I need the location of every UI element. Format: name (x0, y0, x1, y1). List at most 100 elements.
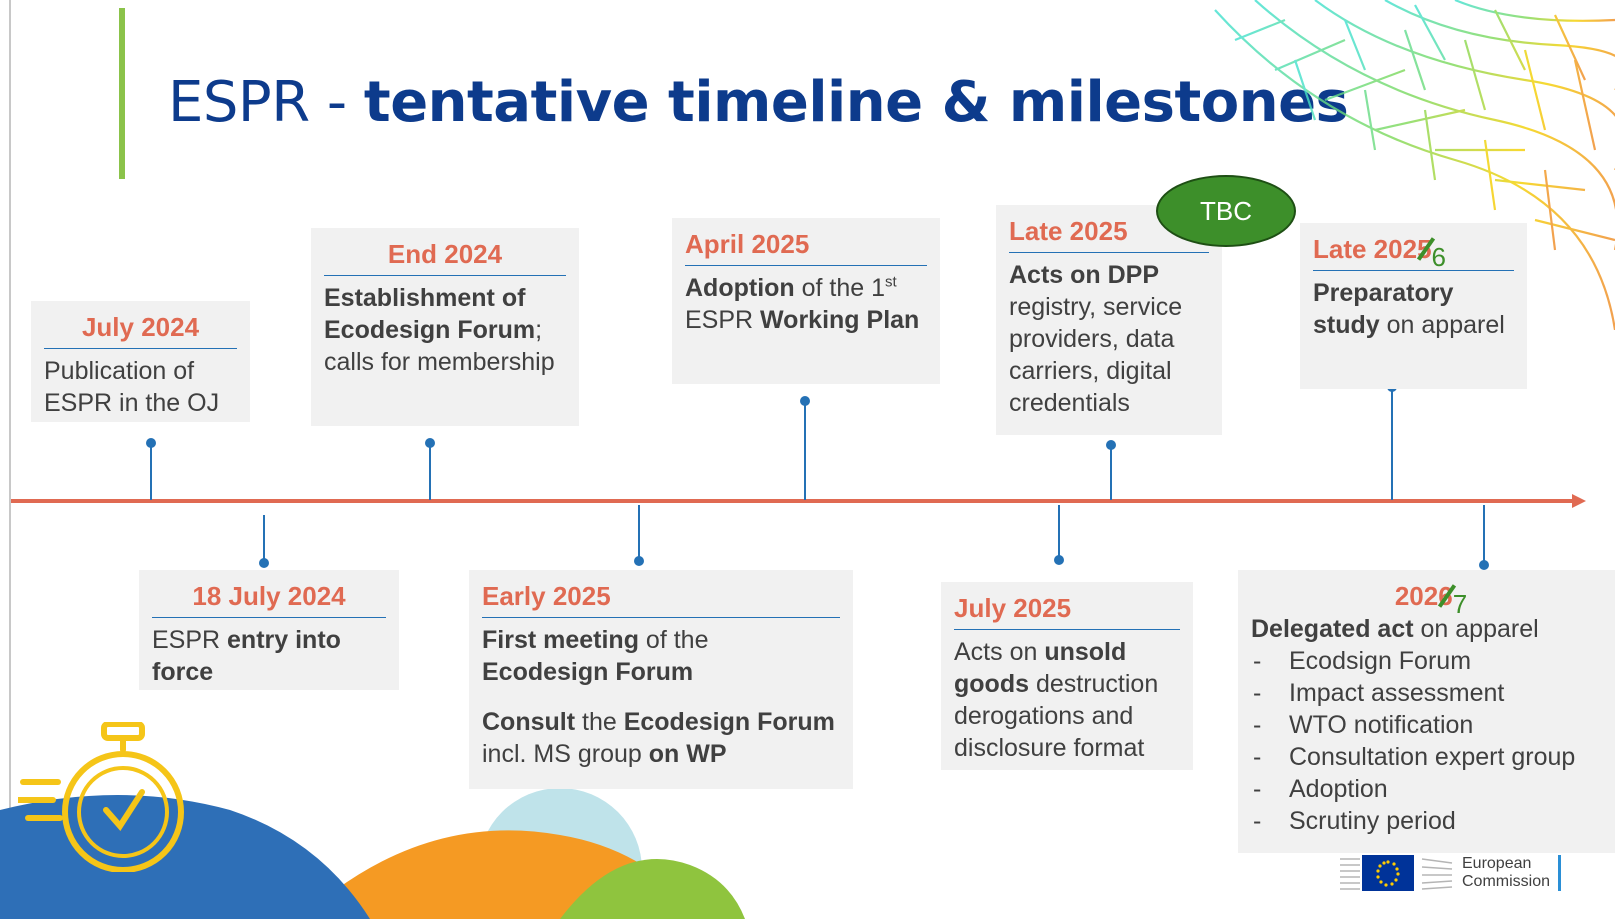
logo-divider (1558, 855, 1562, 891)
slide-left-border (9, 0, 11, 919)
milestone-date: Early 2025 (482, 579, 840, 618)
milestone-text-bold: Preparatory study (1313, 279, 1454, 339)
milestone-text: Adoption of the 1st ESPR Working Plan (685, 272, 927, 336)
milestone-text-part: on apparel (1379, 311, 1505, 339)
milestone-text-bold: Establishment of Ecodesign Forum (324, 284, 536, 344)
milestone-text-part: destruction derogations and disclosure f… (954, 670, 1159, 762)
stem-18-july-2024 (263, 515, 265, 560)
milestone-text-part: Publication of ESPR in the OJ (44, 357, 220, 417)
stem-late-2025 (1110, 445, 1112, 500)
list-item: Adoption (1251, 773, 1611, 805)
milestone-text: Preparatory study on apparel (1313, 277, 1514, 341)
milestone-date: April 2025 (685, 227, 927, 266)
milestone-text-bold: entry into force (152, 626, 341, 686)
stem-end-2024 (429, 443, 431, 500)
milestone-card-18-july-2024: 18 July 2024 ESPR entry into force (139, 570, 399, 690)
list-item: Scrutiny period (1251, 805, 1611, 837)
dot-april-2025 (800, 396, 810, 406)
list-item: Consultation expert group (1251, 741, 1611, 773)
slide-title-bold: tentative timeline & milestones (363, 70, 1349, 135)
milestone-date-struck: 5 (1417, 234, 1432, 264)
milestone-text-part: the (575, 708, 624, 736)
dot-late-2025 (1106, 440, 1116, 450)
european-commission-wordmark: European Commission (1462, 855, 1550, 891)
milestone-card-april-2025: April 2025 Adoption of the 1st ESPR Work… (672, 218, 940, 384)
milestone-text: Delegated act on apparel (1251, 613, 1611, 645)
milestone-text-bold: Adoption (685, 274, 795, 302)
list-item: Impact assessment (1251, 677, 1611, 709)
milestone-text-part: of the 1 (794, 274, 886, 302)
slide-title-light: ESPR - (168, 70, 364, 135)
milestone-text-2: Consult the Ecodesign Forum incl. MS gro… (482, 706, 840, 770)
milestone-date: Late 2025 (1009, 214, 1209, 253)
milestone-text-bold: Delegated act (1251, 615, 1414, 643)
milestone-date-correction: 7 (1452, 589, 1468, 619)
milestone-text-part: Acts on (954, 638, 1045, 666)
milestone-text-part: ESPR (685, 306, 761, 334)
bottom-hills-decoration (0, 788, 745, 919)
milestone-date-correction: 6 (1431, 242, 1447, 272)
dot-july-2025 (1054, 555, 1064, 565)
dot-early-2025 (634, 556, 644, 566)
milestone-text-bold: Consult (482, 708, 576, 736)
milestone-card-late-2025: Late 2025 Acts on DPP registry, service … (996, 205, 1222, 435)
milestone-date-prefix: Late 202 (1313, 234, 1418, 264)
milestone-date: Late 20256 (1313, 232, 1514, 272)
dot-2027 (1479, 560, 1489, 570)
milestone-text-bold: unsold goods (954, 638, 1127, 698)
milestone-date: End 2024 (324, 237, 566, 276)
stem-april-2025 (804, 401, 806, 500)
spacer (482, 688, 840, 706)
milestone-text-bold: First meeting (482, 626, 639, 654)
logo-line-1: European (1462, 855, 1532, 872)
list-item: Ecodsign Forum (1251, 645, 1611, 677)
milestone-text: Establishment of Ecodesign Forum; calls … (324, 282, 566, 378)
milestone-card-july-2025: July 2025 Acts on unsold goods destructi… (941, 582, 1193, 770)
milestone-text-part: registry, service providers, data carrie… (1009, 293, 1183, 417)
milestone-card-july-2024: July 2024 Publication of ESPR in the OJ (31, 301, 250, 422)
leaf-pattern-decoration (1214, 0, 1615, 330)
milestone-date: July 2024 (44, 310, 237, 349)
timeline-axis (11, 499, 1581, 503)
stem-july-2024 (150, 443, 152, 500)
milestone-text-bold: Working Plan (760, 306, 920, 334)
tbc-badge: TBC (1156, 175, 1296, 247)
dot-july-2024 (146, 438, 156, 448)
milestone-text-bold: Acts on DPP (1009, 261, 1160, 289)
milestone-text-bold: on WP (648, 740, 727, 768)
milestone-text-bold: Ecodesign Forum (482, 658, 694, 686)
stopwatch-icon (18, 722, 184, 872)
milestone-card-end-2024: End 2024 Establishment of Ecodesign Foru… (311, 228, 579, 426)
timeline-arrow-head (1572, 494, 1586, 508)
milestone-text-part: ; calls for membership (324, 316, 555, 376)
milestone-date-prefix: 202 (1394, 581, 1439, 611)
milestone-text-part: on apparel (1413, 615, 1539, 643)
milestone-text-part: of the (638, 626, 709, 654)
milestone-card-early-2025: Early 2025 First meeting of the Ecodesig… (469, 570, 853, 789)
delegated-act-steps-list: Ecodsign Forum Impact assessment WTO not… (1251, 645, 1611, 837)
milestone-text-part: incl. MS group (482, 740, 649, 768)
milestone-text: First meeting of the Ecodesign Forum (482, 624, 840, 688)
milestone-text-part: ESPR (152, 626, 228, 654)
slide-title: ESPR - tentative timeline & milestones (168, 70, 1349, 135)
stem-late-2026 (1391, 387, 1393, 500)
milestone-text: Acts on DPP registry, service providers,… (1009, 259, 1209, 419)
logo-line-2: Commission (1462, 873, 1551, 890)
milestone-date-struck: 6 (1438, 581, 1453, 611)
milestone-card-late-2026: Late 20256 Preparatory study on apparel (1300, 223, 1527, 389)
milestone-date: 20267 (1251, 579, 1611, 619)
milestone-text: Publication of ESPR in the OJ (44, 355, 237, 419)
european-commission-logo: European Commission (1340, 855, 1562, 891)
eu-flag-icon (1340, 855, 1414, 891)
stem-2027 (1483, 505, 1485, 562)
milestone-card-2027: 20267 Delegated act on apparel Ecodsign … (1238, 570, 1615, 853)
title-accent-bar (119, 8, 125, 179)
milestone-text: Acts on unsold goods destruction derogat… (954, 636, 1180, 764)
dot-end-2024 (425, 438, 435, 448)
dot-18-july-2024 (259, 558, 269, 568)
milestone-text-superscript: st (885, 273, 897, 291)
milestone-date: 18 July 2024 (152, 579, 386, 618)
list-item: WTO notification (1251, 709, 1611, 741)
milestone-text: ESPR entry into force (152, 624, 386, 688)
stem-early-2025 (638, 505, 640, 560)
